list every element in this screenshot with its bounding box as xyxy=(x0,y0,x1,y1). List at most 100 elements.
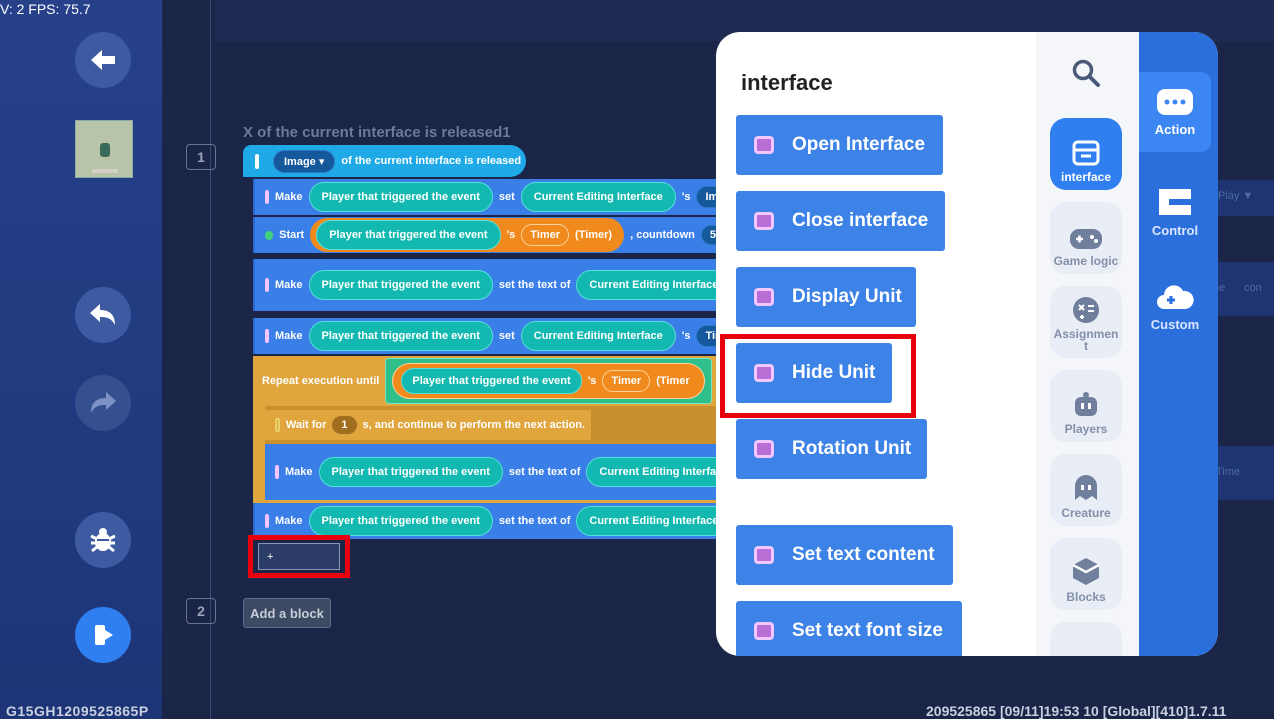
open-interface-block[interactable]: Open Interface xyxy=(736,115,943,175)
image-arg[interactable]: Imag xyxy=(696,186,717,208)
player-arg[interactable]: Player that triggered the event xyxy=(318,457,503,487)
block-label: Set text content xyxy=(792,544,935,565)
image-dropdown[interactable]: Image ▾ xyxy=(273,149,336,173)
event-hat-block[interactable]: Image ▾ of the current interface is rele… xyxy=(243,145,526,177)
redo-icon xyxy=(91,392,116,413)
block-verb: Make xyxy=(275,279,303,291)
make-set-text-block[interactable]: Make Player that triggered the event set… xyxy=(253,503,717,539)
interface-arg[interactable]: Current Editing Interface xyxy=(520,182,676,212)
make-set-text-block[interactable]: Make Player that triggered the event set… xyxy=(265,444,717,500)
block-text: set the text of xyxy=(508,466,581,478)
left-sidebar: V: 2 FPS: 75.7 xyxy=(0,0,162,719)
timer-arg[interactable]: Timer xyxy=(521,224,570,246)
repeat-header: Repeat execution until Player that trigg… xyxy=(253,356,717,406)
player-arg[interactable]: Player that triggered the event xyxy=(308,182,493,212)
category-label: interface xyxy=(1060,170,1112,184)
undo-button[interactable] xyxy=(75,287,131,343)
tab-action[interactable]: Action xyxy=(1139,72,1211,152)
gamepad-icon xyxy=(265,230,274,240)
add-block-button[interactable]: Add a block xyxy=(243,598,331,628)
make-set-block[interactable]: Make Player that triggered the event set… xyxy=(253,318,717,354)
block-palette-panel: interface Open Interface Close interface… xyxy=(716,32,1218,656)
debug-button[interactable] xyxy=(75,512,131,568)
block-text: set xyxy=(498,330,515,342)
block-text: 's xyxy=(506,229,516,241)
countdown-arg[interactable]: 5 xyxy=(700,225,717,245)
hide-unit-block[interactable]: Hide Unit xyxy=(736,343,892,403)
display-unit-block[interactable]: Display Unit xyxy=(736,267,916,327)
block-label: Close interface xyxy=(792,210,929,231)
block-label: Open Interface xyxy=(792,134,926,155)
line-number: 2 xyxy=(186,598,216,624)
rotation-unit-block[interactable]: Rotation Unit xyxy=(736,419,927,479)
category-assignment[interactable]: Assignmen t xyxy=(1050,286,1122,358)
interface-arg[interactable]: Current Editing Interface xyxy=(576,270,717,300)
interface-icon xyxy=(265,514,269,528)
close-interface-block[interactable]: Close interface xyxy=(736,191,945,251)
category-more[interactable] xyxy=(1050,622,1122,656)
wait-block[interactable]: Wait for 1 s, and continue to perform th… xyxy=(265,410,591,440)
time-arg[interactable]: Time xyxy=(696,325,717,347)
set-text-content-block[interactable]: Set text content xyxy=(736,525,953,585)
category-creature[interactable]: Creature xyxy=(1050,454,1122,526)
player-arg[interactable]: Player that triggered the event xyxy=(308,321,493,351)
start-timer-block[interactable]: Start Player that triggered the event 's… xyxy=(253,217,717,253)
timer-arg[interactable]: Timer xyxy=(602,370,651,392)
block-label: Rotation Unit xyxy=(792,438,912,459)
category-interface[interactable]: interface xyxy=(1050,118,1122,190)
block-text: 's xyxy=(681,330,691,342)
interface-icon xyxy=(754,622,774,640)
tab-custom[interactable]: Custom xyxy=(1139,267,1211,347)
block-verb: Start xyxy=(279,229,305,241)
block-text: s, and continue to perform the next acti… xyxy=(362,419,585,431)
block-verb: Make xyxy=(275,330,303,342)
map-thumbnail[interactable] xyxy=(75,120,133,178)
interface-icon xyxy=(265,190,269,204)
category-label: Game logic xyxy=(1053,254,1119,268)
bg-play-label: Play ▼ xyxy=(1218,190,1254,202)
block-text: set the text of xyxy=(498,515,571,527)
redo-button[interactable] xyxy=(75,375,131,431)
tab-column: Action Control Custom xyxy=(1139,32,1218,656)
event-title: X of the current interface is released1 xyxy=(243,124,511,141)
fps-readout: V: 2 FPS: 75.7 xyxy=(0,1,91,17)
workspace-gutter-line xyxy=(210,0,211,719)
make-set-block[interactable]: Make Player that triggered the event set… xyxy=(253,179,717,215)
bg-time-label: Time xyxy=(1216,466,1241,478)
player-arg[interactable]: Player that triggered the event xyxy=(308,270,493,300)
timer-expression[interactable]: Player that triggered the event 's Timer… xyxy=(392,363,705,399)
action-icon xyxy=(1157,88,1193,115)
tab-control[interactable]: Control xyxy=(1139,172,1211,252)
back-button[interactable] xyxy=(75,32,131,88)
custom-cloud-icon xyxy=(1157,284,1194,309)
category-players[interactable]: Players xyxy=(1050,370,1122,442)
player-arg[interactable]: Player that triggered the event xyxy=(308,506,493,536)
interface-arg[interactable]: Current Editing Interface xyxy=(586,457,717,487)
add-action-slot[interactable]: + xyxy=(258,543,340,570)
timer-expression[interactable]: Player that triggered the event 's Timer… xyxy=(310,218,625,252)
hat-text: of the current interface is released xyxy=(341,155,522,167)
undo-icon xyxy=(90,304,115,325)
run-icon xyxy=(95,625,113,645)
interface-arg[interactable]: Current Editing Interface xyxy=(576,506,717,536)
make-set-text-block[interactable]: Make Player that triggered the event set… xyxy=(253,259,717,311)
category-label: Blocks xyxy=(1066,590,1106,604)
condition-slot[interactable]: Player that triggered the event 's Timer… xyxy=(385,358,712,404)
block-verb: Make xyxy=(275,515,303,527)
repeat-label: Repeat execution until xyxy=(262,375,380,387)
set-text-font-size-block[interactable]: Set text font size xyxy=(736,601,962,656)
status-right: 209525865 [09/11]19:53 10 [Global][410]1… xyxy=(926,703,1227,719)
block-text: (Timer xyxy=(656,375,690,387)
assignment-icon xyxy=(1073,297,1099,323)
run-button[interactable] xyxy=(75,607,131,663)
repeat-until-block[interactable]: Repeat execution until Player that trigg… xyxy=(253,356,717,506)
wait-seconds-arg[interactable]: 1 xyxy=(332,416,357,434)
player-arg[interactable]: Player that triggered the event xyxy=(401,368,582,394)
search-icon[interactable] xyxy=(1071,58,1101,88)
interface-arg[interactable]: Current Editing Interface xyxy=(520,321,676,351)
category-game-logic[interactable]: Game logic xyxy=(1050,202,1122,274)
interface-icon xyxy=(754,136,774,154)
player-arg[interactable]: Player that triggered the event xyxy=(316,220,501,250)
block-verb: Make xyxy=(275,191,303,203)
category-blocks[interactable]: Blocks xyxy=(1050,538,1122,610)
